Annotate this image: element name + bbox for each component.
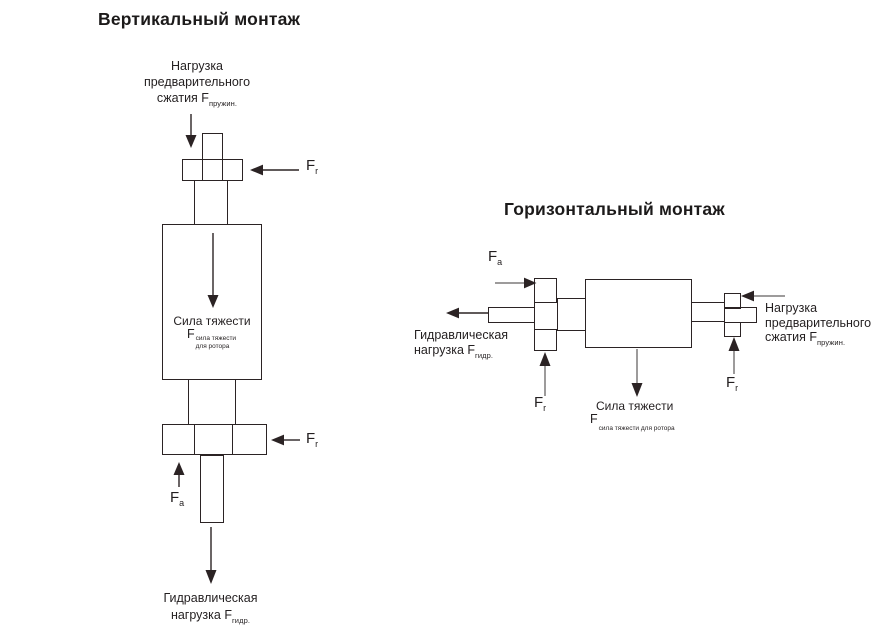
horizontal-gravity-line1: Сила тяжести — [596, 399, 674, 413]
vertical-rotor-body — [162, 224, 262, 380]
horizontal-hydraulic-line2: нагрузка Fгидр. — [414, 342, 494, 360]
horizontal-preload-line1: Нагрузка — [765, 301, 818, 315]
horizontal-fr-left-arrow — [539, 352, 551, 396]
vertical-fa-arrow — [173, 462, 185, 487]
horizontal-bearing-left-top — [534, 278, 557, 303]
horizontal-preload-line3: сжатия Fпружин. — [765, 330, 846, 347]
vertical-shaft-bottom — [200, 455, 224, 523]
horizontal-hydraulic-label: Гидравлическая нагрузка Fгидр. — [414, 328, 509, 360]
horizontal-preload-subscript: пружин. — [817, 338, 846, 347]
vertical-mount-title: Вертикальный монтаж — [98, 9, 301, 29]
horizontal-gravity-f: F — [590, 412, 598, 426]
vertical-gravity-line1: Сила тяжести — [173, 314, 251, 328]
vertical-hydraulic-line1: Гидравлическая — [163, 591, 258, 605]
horizontal-gravity-formula: Fсила тяжести для ротора — [590, 412, 675, 433]
vertical-hydraulic-arrow — [205, 527, 217, 584]
horizontal-gravity-label: Сила тяжести Fсила тяжести для ротора — [590, 399, 675, 433]
horizontal-fr-right-label: Fr — [726, 374, 739, 393]
horizontal-hydraulic-line1: Гидравлическая — [414, 328, 509, 342]
vertical-gravity-label: Сила тяжести F сила тяжести для ротора — [163, 314, 261, 351]
vertical-fr-bottom-label: Fr — [306, 430, 319, 449]
vertical-preload-line1: Нагрузка — [170, 59, 224, 73]
vertical-fr-top-label: Fr — [306, 157, 319, 176]
horizontal-gravity-subscript: сила тяжести для ротора — [598, 425, 675, 432]
horizontal-coupling-left — [557, 298, 586, 331]
horizontal-bearing-left-bottom — [534, 329, 557, 351]
vertical-preload-arrow — [185, 114, 197, 148]
horizontal-rotor-body — [585, 279, 692, 348]
horizontal-fr-right-arrow — [728, 337, 740, 374]
vertical-preload-line3: сжатия Fпружин. — [156, 91, 238, 108]
vertical-hydraulic-line2: нагрузка Fгидр. — [170, 608, 251, 625]
horizontal-bearing-right-middle — [724, 307, 757, 323]
horizontal-hydraulic-arrow — [446, 307, 488, 319]
vertical-bearing-bottom-middle — [194, 424, 233, 455]
horizontal-coupling-right — [691, 302, 725, 322]
vertical-hydraulic-label: Гидравлическая нагрузка Fгидр. — [133, 590, 288, 625]
vertical-hydraulic-subscript: гидр. — [231, 616, 251, 625]
horizontal-hydraulic-subscript: гидр. — [475, 350, 494, 360]
horizontal-shaft-stub-left — [488, 307, 535, 323]
horizontal-preload-label: Нагрузка предварительного сжатия Fпружин… — [765, 301, 871, 347]
horizontal-bearing-right-bottom — [724, 322, 741, 337]
vertical-fa-label: Fa — [170, 489, 185, 508]
vertical-gravity-f: F — [187, 327, 195, 341]
horizontal-mount-title: Горизонтальный монтаж — [504, 199, 725, 219]
horizontal-bearing-right-top — [724, 293, 741, 309]
vertical-preload-label: Нагрузка предварительного сжатия Fпружин… — [122, 58, 272, 108]
vertical-gravity-subscript: сила тяжести для ротора — [195, 335, 237, 350]
horizontal-gravity-arrow — [631, 349, 643, 397]
vertical-preload-line2: предварительного — [143, 75, 251, 89]
vertical-gravity-formula: F сила тяжести для ротора — [187, 328, 261, 351]
horizontal-bearing-left-middle — [534, 302, 558, 330]
horizontal-fa-label: Fa — [488, 248, 503, 267]
vertical-shaft-lower — [188, 379, 236, 425]
horizontal-preload-line2: предварительного — [765, 315, 872, 330]
vertical-preload-subscript: пружин. — [208, 99, 238, 108]
horizontal-fr-left-label: Fr — [534, 394, 547, 413]
vertical-fr-top-arrow — [250, 164, 299, 176]
vertical-shaft-upper — [194, 180, 228, 225]
horizontal-preload-arrow — [741, 290, 785, 302]
horizontal-fa-arrow — [495, 277, 537, 289]
vertical-fr-bottom-arrow — [271, 434, 300, 446]
vertical-bearing-top — [182, 159, 243, 181]
